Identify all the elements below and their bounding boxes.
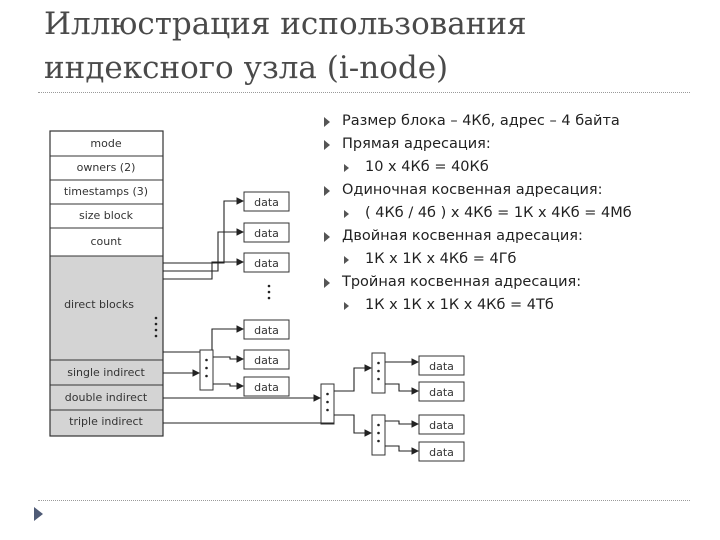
inode-field-single-indirect: single indirect: [67, 366, 145, 379]
data-block-label: data: [254, 324, 279, 337]
inode-shaded-region: [50, 256, 163, 436]
single-indirect-block: data data: [163, 349, 290, 397]
bullet-text: Тройная косвенная адресация:: [342, 274, 582, 290]
data-block-label: data: [254, 196, 279, 209]
inode-field-triple-indirect: triple indirect: [69, 415, 143, 428]
data-block-label: data: [254, 257, 279, 270]
direct-blocks-ellipsis: [154, 316, 158, 338]
footer-divider: [38, 500, 690, 501]
bullet-item: Прямая адресация:: [318, 133, 708, 156]
sub-bullet-item: 1К х 1К х 1К х 4Кб = 4Тб: [318, 294, 708, 317]
data-block-label: data: [254, 381, 279, 394]
sub-bullet-item: ( 4Кб / 4б ) х 4Кб = 1К х 4Кб = 4Мб: [318, 202, 708, 225]
bullet-arrow-icon: [324, 232, 330, 242]
inode-diagram: mode owners (2) timestamps (3) size bloc…: [44, 128, 484, 463]
bullet-item: Двойная косвенная адресация:: [318, 225, 708, 248]
bullet-text: ( 4Кб / 4б ) х 4Кб = 1К х 4Кб = 4Мб: [365, 205, 632, 221]
data-block-label: data: [429, 360, 454, 373]
bullet-arrow-icon: [324, 278, 330, 288]
direct-pointer-arrows: [163, 197, 245, 353]
inode-field-count: count: [90, 235, 122, 248]
inode-border: [49, 130, 164, 437]
bullet-arrow-icon: [324, 186, 330, 196]
slide-marker-icon: [34, 507, 43, 521]
data-block-label: data: [254, 227, 279, 240]
bullet-item: Размер блока – 4Кб, адрес – 4 байта: [318, 110, 708, 133]
inode-field-direct-blocks: direct blocks: [64, 298, 134, 311]
inode-field-size-block: size block: [79, 209, 134, 222]
data-block-label: data: [429, 386, 454, 399]
sub-bullet-item: 1К х 1К х 4Кб = 4Гб: [318, 248, 708, 271]
data-block-label: data: [254, 354, 279, 367]
bullet-arrow-icon: [344, 164, 349, 172]
slide-title: Иллюстрация использования индексного узл…: [44, 2, 704, 90]
slide-title-line-2: индексного узла (i-node): [44, 50, 449, 86]
inode-field-double-indirect: double indirect: [65, 391, 148, 404]
inode-field-timestamps: timestamps (3): [64, 185, 148, 198]
slide-title-line-1: Иллюстрация использования: [44, 6, 527, 42]
bullet-text: 10 х 4Кб = 40Кб: [365, 159, 489, 175]
data-block-label: data: [429, 446, 454, 459]
data-block-label: data: [429, 419, 454, 432]
inode-field-mode: mode: [90, 137, 121, 150]
sub-bullet-item: 10 х 4Кб = 40Кб: [318, 156, 708, 179]
bullet-arrow-icon: [344, 256, 349, 264]
data-ellipsis: [267, 284, 271, 300]
inode-box: mode owners (2) timestamps (3) size bloc…: [49, 130, 164, 437]
bullet-text: 1К х 1К х 4Кб = 4Гб: [365, 251, 517, 267]
bullet-arrow-icon: [324, 140, 330, 150]
bullet-text: 1К х 1К х 1К х 4Кб = 4Тб: [365, 297, 554, 313]
bullet-arrow-icon: [344, 210, 349, 218]
bullet-item: Тройная косвенная адресация:: [318, 271, 708, 294]
bullet-text: Размер блока – 4Кб, адрес – 4 байта: [342, 113, 620, 129]
bullet-arrow-icon: [344, 302, 349, 310]
bullet-text: Двойная косвенная адресация:: [342, 228, 583, 244]
title-divider: [38, 92, 690, 93]
bullet-item: Одиночная косвенная адресация:: [318, 179, 708, 202]
direct-data-blocks: data data data data: [243, 191, 290, 340]
double-indirect-blocks: data data data data: [163, 352, 465, 462]
bullet-text: Одиночная косвенная адресация:: [342, 182, 603, 198]
bullet-text: Прямая адресация:: [342, 136, 491, 152]
bullet-list: Размер блока – 4Кб, адрес – 4 байта Прям…: [318, 110, 708, 317]
inode-field-owners: owners (2): [77, 161, 136, 174]
bullet-arrow-icon: [324, 117, 330, 127]
